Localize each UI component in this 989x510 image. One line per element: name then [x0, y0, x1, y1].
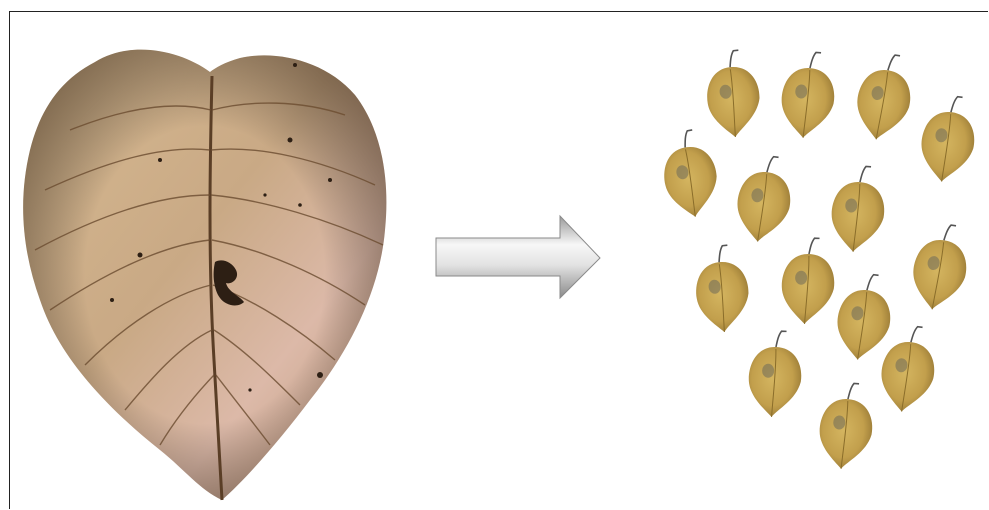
small-leaf-icon: [908, 221, 972, 313]
small-leaf-icon: [702, 48, 763, 139]
small-leaf-icon: [779, 50, 837, 139]
small-leaf-icon: [691, 243, 752, 334]
small-leaf-icon: [780, 237, 835, 325]
small-leaf-icon: [747, 330, 802, 418]
small-leaf-icon: [829, 164, 887, 253]
small-leaf-icon: [734, 154, 795, 245]
small-leaf-icon: [834, 272, 895, 363]
small-leaf-icon: [918, 94, 979, 185]
right-arrow-icon: [436, 216, 600, 298]
small-leaf-icon: [817, 381, 875, 470]
small-leaves-group: [657, 48, 979, 470]
large-leaf-icon: [23, 50, 386, 500]
small-leaf-icon: [852, 51, 916, 143]
small-leaf-icon: [657, 127, 724, 221]
small-leaf-icon: [878, 324, 939, 415]
